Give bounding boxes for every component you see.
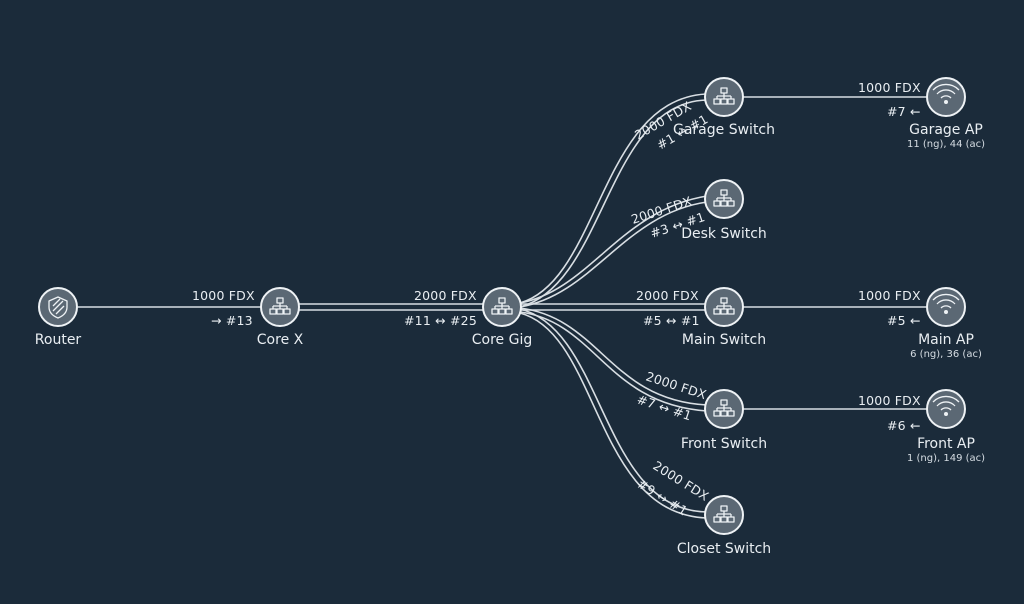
node-closet-switch[interactable]: Closet Switch <box>677 495 771 557</box>
node-label: Desk Switch <box>681 226 767 242</box>
link-port-label: #5 ↔ #1 <box>643 313 700 328</box>
node-circle <box>926 389 966 429</box>
link-port-label: → #13 <box>211 313 253 328</box>
link-coregig-main: 2000 FDX #5 ↔ #1 <box>520 288 706 328</box>
node-label: Front AP <box>917 436 975 452</box>
node-circle <box>926 287 966 327</box>
node-front-switch[interactable]: Front Switch <box>681 389 767 452</box>
node-core-gig[interactable]: Core Gig <box>472 287 532 348</box>
node-label: Main AP <box>918 332 974 348</box>
link-port-label: #7 ← <box>887 104 921 119</box>
node-label: Closet Switch <box>677 541 771 557</box>
node-label: Front Switch <box>681 436 767 452</box>
link-garage-ap: 1000 FDX #7 ← <box>742 80 928 119</box>
node-channel-info: 11 (ng), 44 (ac) <box>907 139 985 150</box>
link-corex-coregig: 2000 FDX #11 ↔ #25 <box>298 288 484 328</box>
node-label: Garage AP <box>909 122 983 138</box>
node-garage-ap[interactable]: Garage AP 11 (ng), 44 (ac) <box>907 77 985 150</box>
link-main-ap: 1000 FDX #5 ← <box>742 288 928 328</box>
node-circle <box>926 77 966 117</box>
link-speed-label: 1000 FDX <box>858 393 921 408</box>
link-port-label: #11 ↔ #25 <box>404 313 477 328</box>
link-port-label: #6 ← <box>887 418 921 433</box>
node-channel-info: 1 (ng), 149 (ac) <box>907 453 985 464</box>
link-speed-label: 1000 FDX <box>192 288 255 303</box>
node-main-ap[interactable]: Main AP 6 (ng), 36 (ac) <box>910 287 982 360</box>
node-channel-info: 6 (ng), 36 (ac) <box>910 349 982 360</box>
link-router-corex: 1000 FDX → #13 <box>78 288 262 328</box>
node-garage-switch[interactable]: Garage Switch <box>673 77 775 138</box>
link-speed-label: 1000 FDX <box>858 80 921 95</box>
nodes-layer: Router Core X Core Gig Garage Switch Des… <box>35 77 985 557</box>
node-circle <box>38 287 78 327</box>
node-label: Core X <box>257 332 304 348</box>
link-speed-label: 2000 FDX <box>636 288 699 303</box>
node-core-x[interactable]: Core X <box>257 287 304 348</box>
link-port-label: #5 ← <box>887 313 921 328</box>
node-label: Main Switch <box>682 332 766 348</box>
node-label: Garage Switch <box>673 122 775 138</box>
link-speed-label: 1000 FDX <box>858 288 921 303</box>
node-label: Router <box>35 332 82 348</box>
link-front-ap: 1000 FDX #6 ← <box>742 393 928 433</box>
link-speed-label: 2000 FDX <box>414 288 477 303</box>
node-desk-switch[interactable]: Desk Switch <box>681 179 767 242</box>
node-main-switch[interactable]: Main Switch <box>682 287 766 348</box>
node-label: Core Gig <box>472 332 532 348</box>
node-front-ap[interactable]: Front AP 1 (ng), 149 (ac) <box>907 389 985 464</box>
node-router[interactable]: Router <box>35 287 82 348</box>
